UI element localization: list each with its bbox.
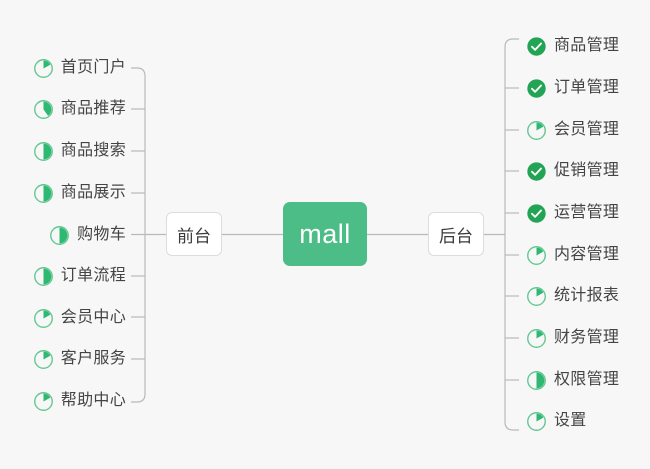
pie-progress-icon [526, 328, 547, 349]
leaf-item[interactable]: 统计报表 [526, 283, 619, 309]
pie-progress-icon [33, 266, 54, 287]
leaf-item[interactable]: 权限管理 [526, 367, 619, 393]
pie-progress-icon [33, 349, 54, 370]
leaf-item[interactable]: 帮助中心 [33, 388, 126, 414]
branch-node-label: 前台 [177, 226, 211, 246]
pie-progress-icon [49, 225, 70, 246]
pie-progress-icon [526, 286, 547, 307]
leaf-label: 内容管理 [554, 246, 620, 263]
pie-progress-icon [526, 120, 547, 141]
leaf-label: 设置 [554, 412, 587, 429]
leaf-item[interactable]: 商品管理 [526, 33, 619, 59]
leaf-label: 会员中心 [60, 309, 126, 326]
leaf-item[interactable]: 内容管理 [526, 242, 619, 268]
check-circle-icon [526, 161, 547, 182]
pie-progress-icon [33, 391, 54, 412]
pie-progress-icon [33, 308, 54, 329]
leaf-label: 统计报表 [554, 287, 620, 304]
check-circle-icon [526, 203, 547, 224]
leaf-item[interactable]: 商品推荐 [33, 96, 126, 122]
leaf-label: 商品管理 [554, 37, 620, 54]
leaf-item[interactable]: 商品搜索 [33, 138, 126, 164]
leaf-label: 客户服务 [60, 350, 126, 367]
pie-progress-icon [33, 58, 54, 79]
leaf-label: 商品推荐 [60, 100, 126, 117]
leaf-label: 商品展示 [60, 184, 126, 201]
leaf-label: 促销管理 [554, 162, 620, 179]
leaf-label: 购物车 [77, 226, 126, 243]
leaf-item[interactable]: 订单流程 [33, 263, 126, 289]
leaf-label: 帮助中心 [60, 392, 126, 409]
leaf-item[interactable]: 订单管理 [526, 75, 619, 101]
branch-node-backend[interactable]: 后台 [428, 212, 484, 256]
pie-progress-icon [33, 141, 54, 162]
branch-node-label: 后台 [439, 226, 473, 246]
leaf-item[interactable]: 会员中心 [33, 305, 126, 331]
check-circle-icon [526, 36, 547, 57]
leaf-item[interactable]: 财务管理 [526, 325, 619, 351]
check-circle-icon [526, 78, 547, 99]
leaf-label: 运营管理 [554, 204, 620, 221]
pie-progress-icon [526, 411, 547, 432]
leaf-label: 订单流程 [60, 267, 126, 284]
root-node[interactable]: mall [283, 202, 367, 266]
leaf-label: 会员管理 [554, 121, 620, 138]
pie-progress-icon [526, 245, 547, 266]
leaf-label: 财务管理 [554, 329, 620, 346]
pie-progress-icon [33, 99, 54, 120]
leaf-item[interactable]: 促销管理 [526, 158, 619, 184]
pie-progress-icon [526, 370, 547, 391]
root-node-label: mall [299, 218, 351, 249]
pie-progress-icon [33, 183, 54, 204]
leaf-item[interactable]: 客户服务 [33, 346, 126, 372]
leaf-item[interactable]: 首页门户 [33, 55, 126, 81]
leaf-item[interactable]: 商品展示 [33, 180, 126, 206]
leaf-item[interactable]: 会员管理 [526, 117, 619, 143]
leaf-label: 首页门户 [60, 59, 126, 76]
leaf-label: 商品搜索 [60, 142, 126, 159]
leaf-item[interactable]: 运营管理 [526, 200, 619, 226]
leaf-label: 权限管理 [554, 371, 620, 388]
leaf-item[interactable]: 设置 [526, 408, 587, 434]
leaf-label: 订单管理 [554, 79, 620, 96]
leaf-item[interactable]: 购物车 [49, 222, 126, 248]
branch-node-frontend[interactable]: 前台 [166, 212, 222, 256]
